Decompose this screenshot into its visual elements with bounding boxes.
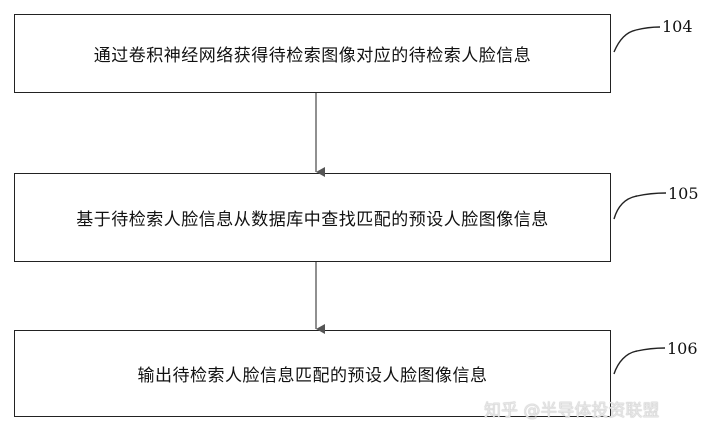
step-105-ref-label: 105: [668, 184, 699, 203]
step-104-box: 通过卷积神经网络获得待检索图像对应的待检索人脸信息: [14, 14, 611, 93]
leader-line-104: [613, 26, 661, 53]
step-106-text: 输出待检索人脸信息匹配的预设人脸图像信息: [137, 366, 488, 386]
step-104-text: 通过卷积神经网络获得待检索图像对应的待检索人脸信息: [93, 46, 532, 66]
leader-line-106: [613, 347, 666, 375]
leader-line-105: [613, 192, 667, 220]
watermark: 知乎 @半导体投资联盟: [484, 401, 660, 421]
step-105-text: 基于待检索人脸信息从数据库中查找匹配的预设人脸图像信息: [76, 210, 549, 230]
step-106-ref-label: 106: [667, 339, 698, 358]
step-106-box: 输出待检索人脸信息匹配的预设人脸图像信息: [14, 330, 611, 417]
step-104-ref-label: 104: [662, 17, 693, 36]
step-105-box: 基于待检索人脸信息从数据库中查找匹配的预设人脸图像信息: [14, 173, 611, 262]
